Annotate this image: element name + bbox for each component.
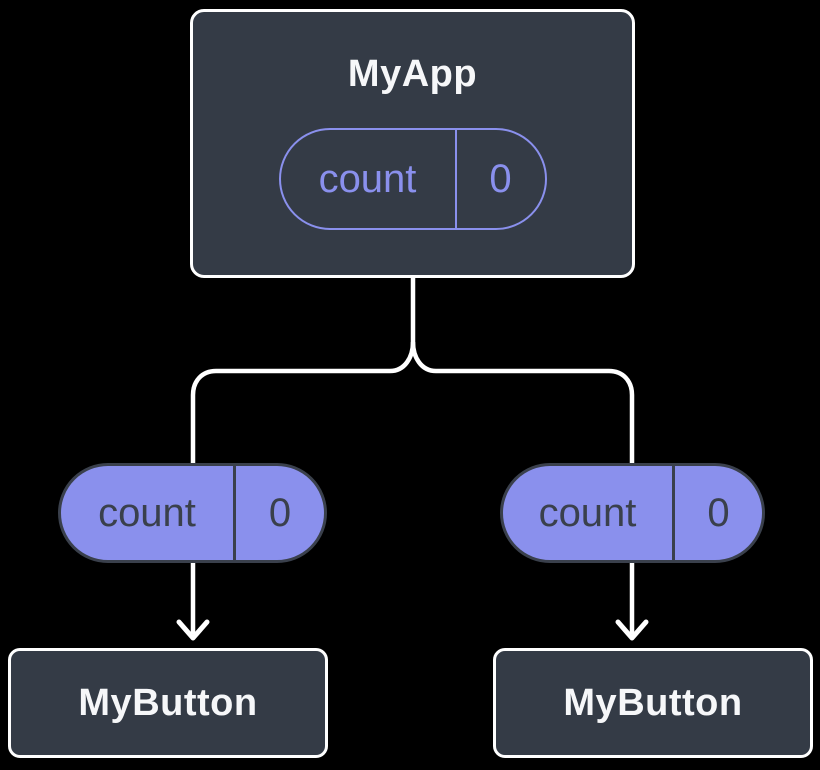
component-title: MyButton	[78, 682, 258, 724]
mybutton-node-right: MyButton	[493, 648, 813, 758]
component-title: MyButton	[563, 682, 743, 724]
prop-pill-right: count 0	[500, 463, 765, 563]
arrow-down-icon	[176, 619, 210, 641]
branch-line-left	[190, 341, 416, 634]
branch-line-right	[410, 341, 635, 634]
prop-pill-left: count 0	[58, 463, 327, 563]
state-pill-label: count	[318, 156, 417, 201]
prop-pill-value: 0	[672, 466, 762, 560]
myapp-node: MyApp count 0	[190, 9, 635, 278]
prop-pill-label: count	[538, 490, 637, 535]
state-pill: count 0	[278, 128, 547, 230]
component-title: MyApp	[347, 53, 478, 95]
mybutton-node-left: MyButton	[8, 648, 328, 758]
state-pill-value: 0	[454, 130, 545, 228]
prop-pill-value: 0	[233, 466, 324, 560]
arrow-down-icon	[615, 619, 649, 641]
prop-pill-label: count	[98, 490, 196, 535]
